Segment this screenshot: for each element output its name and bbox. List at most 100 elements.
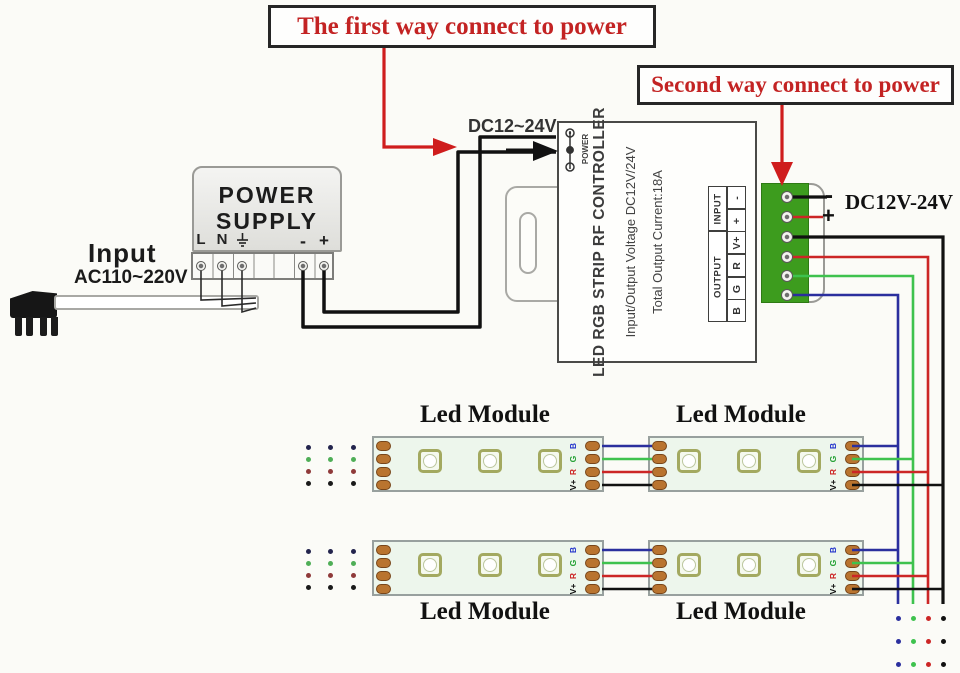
banner-second-way: Second way connect to power [637, 65, 954, 105]
terminal-screw-minus [781, 191, 793, 203]
continuation-dot [895, 661, 901, 667]
solder-pad [585, 571, 600, 581]
second-power-minus: - [825, 182, 833, 209]
controller-spec-current: Total Output Current:18A [649, 170, 665, 314]
second-power-voltage-label: DC12V-24V [845, 190, 954, 214]
continuation-dot [350, 480, 356, 486]
solder-pad [845, 441, 860, 451]
ac-plug-prong [40, 317, 47, 336]
terminal-screw-plus [781, 211, 793, 223]
continuation-dot [925, 615, 931, 621]
continuation-dot [305, 584, 311, 590]
psu-terminal-label-n: N [216, 231, 228, 248]
power-in-arrow-icon [506, 141, 558, 161]
ac-plug-prong [15, 317, 22, 336]
wire-row2-to-trunk [852, 548, 943, 591]
continuation-dot [925, 661, 931, 667]
psu-screw-n [217, 261, 227, 271]
banner-first-way: The first way connect to power [268, 5, 656, 48]
strip-pin-label-vplus: V+ [828, 583, 838, 595]
led-chip [737, 449, 761, 473]
continuation-dot [940, 638, 946, 644]
strip-pin-label-b: B [828, 546, 838, 554]
terminal-screw-b [781, 289, 793, 301]
solder-pad [376, 571, 391, 581]
continuation-dot [350, 584, 356, 590]
ac-plug-prong [26, 317, 33, 336]
psu-screw-minus [298, 261, 308, 271]
strip-pin-label-r: R [828, 572, 838, 580]
solder-pad [376, 480, 391, 490]
continuation-dot [305, 572, 311, 578]
continuation-dot [910, 661, 916, 667]
ac-cable [54, 295, 259, 310]
ac-plug-icon [10, 291, 57, 318]
strip-pin-label-vplus: V+ [828, 479, 838, 491]
solder-pad [376, 454, 391, 464]
solder-pad [376, 467, 391, 477]
ac-input-voltage: AC110~220V [74, 267, 188, 288]
solder-pad [652, 480, 667, 490]
wire-row1-jumpers [602, 444, 652, 487]
pin-cell-vplus: V+ [727, 231, 746, 254]
pin-cell-minus: - [727, 186, 746, 209]
strip-pin-label-r: R [568, 572, 578, 580]
led-chip [418, 449, 442, 473]
solder-pad [652, 571, 667, 581]
solder-pad [652, 545, 667, 555]
strip-pin-label-vplus: V+ [568, 583, 578, 595]
led-chip [418, 553, 442, 577]
solder-pad [845, 467, 860, 477]
continuation-dot [895, 615, 901, 621]
solder-pad [376, 441, 391, 451]
solder-pad [585, 480, 600, 490]
solder-pad [652, 558, 667, 568]
continuation-dot [895, 638, 901, 644]
earth-ground-icon [237, 233, 248, 247]
continuation-dot [328, 456, 333, 462]
continuation-dot [940, 661, 946, 667]
solder-pad [585, 454, 600, 464]
led-module-label-3: Led Module [420, 598, 550, 625]
continuation-dot [305, 444, 311, 450]
continuation-dot [305, 480, 311, 486]
solder-pad [585, 441, 600, 451]
strip-pin-label-g: G [828, 455, 838, 463]
pin-cell-b: B [727, 299, 746, 322]
psu-screw-plus [319, 261, 329, 271]
psu-terminal-label-minus: - [300, 231, 306, 251]
led-chip [538, 449, 562, 473]
continuation-dot [350, 572, 356, 578]
led-chip [677, 553, 701, 577]
solder-pad [845, 545, 860, 555]
first-way-arrow [382, 48, 457, 156]
continuation-dot [305, 560, 311, 566]
led-strip: B G R V+ [648, 436, 864, 492]
led-chip [797, 449, 821, 473]
strip-pin-label-r: R [828, 468, 838, 476]
solder-pad [376, 584, 391, 594]
strip-pin-label-r: R [568, 468, 578, 476]
solder-pad [652, 454, 667, 464]
strip-pin-label-g: G [568, 455, 578, 463]
led-chip [737, 553, 761, 577]
continuation-dot [328, 468, 333, 474]
ac-input-label: Input [88, 238, 157, 268]
banner-second-way-text: Second way connect to power [651, 72, 940, 97]
terminal-screw-r [781, 251, 793, 263]
continuation-dot [328, 444, 333, 450]
strip-pin-label-b: B [568, 546, 578, 554]
second-way-arrow [771, 105, 793, 186]
terminal-screw-vplus [781, 231, 793, 243]
pin-group-output: OUTPUT [708, 231, 727, 322]
solder-pad [376, 558, 391, 568]
solder-pad [376, 545, 391, 555]
second-power-plus: + [822, 203, 835, 228]
continuation-dot [305, 548, 311, 554]
continuation-dot [925, 638, 931, 644]
solder-pad [585, 558, 600, 568]
pin-cell-r: R [727, 254, 746, 277]
psu-screw-l [196, 261, 206, 271]
led-module-label-2: Led Module [676, 401, 806, 428]
